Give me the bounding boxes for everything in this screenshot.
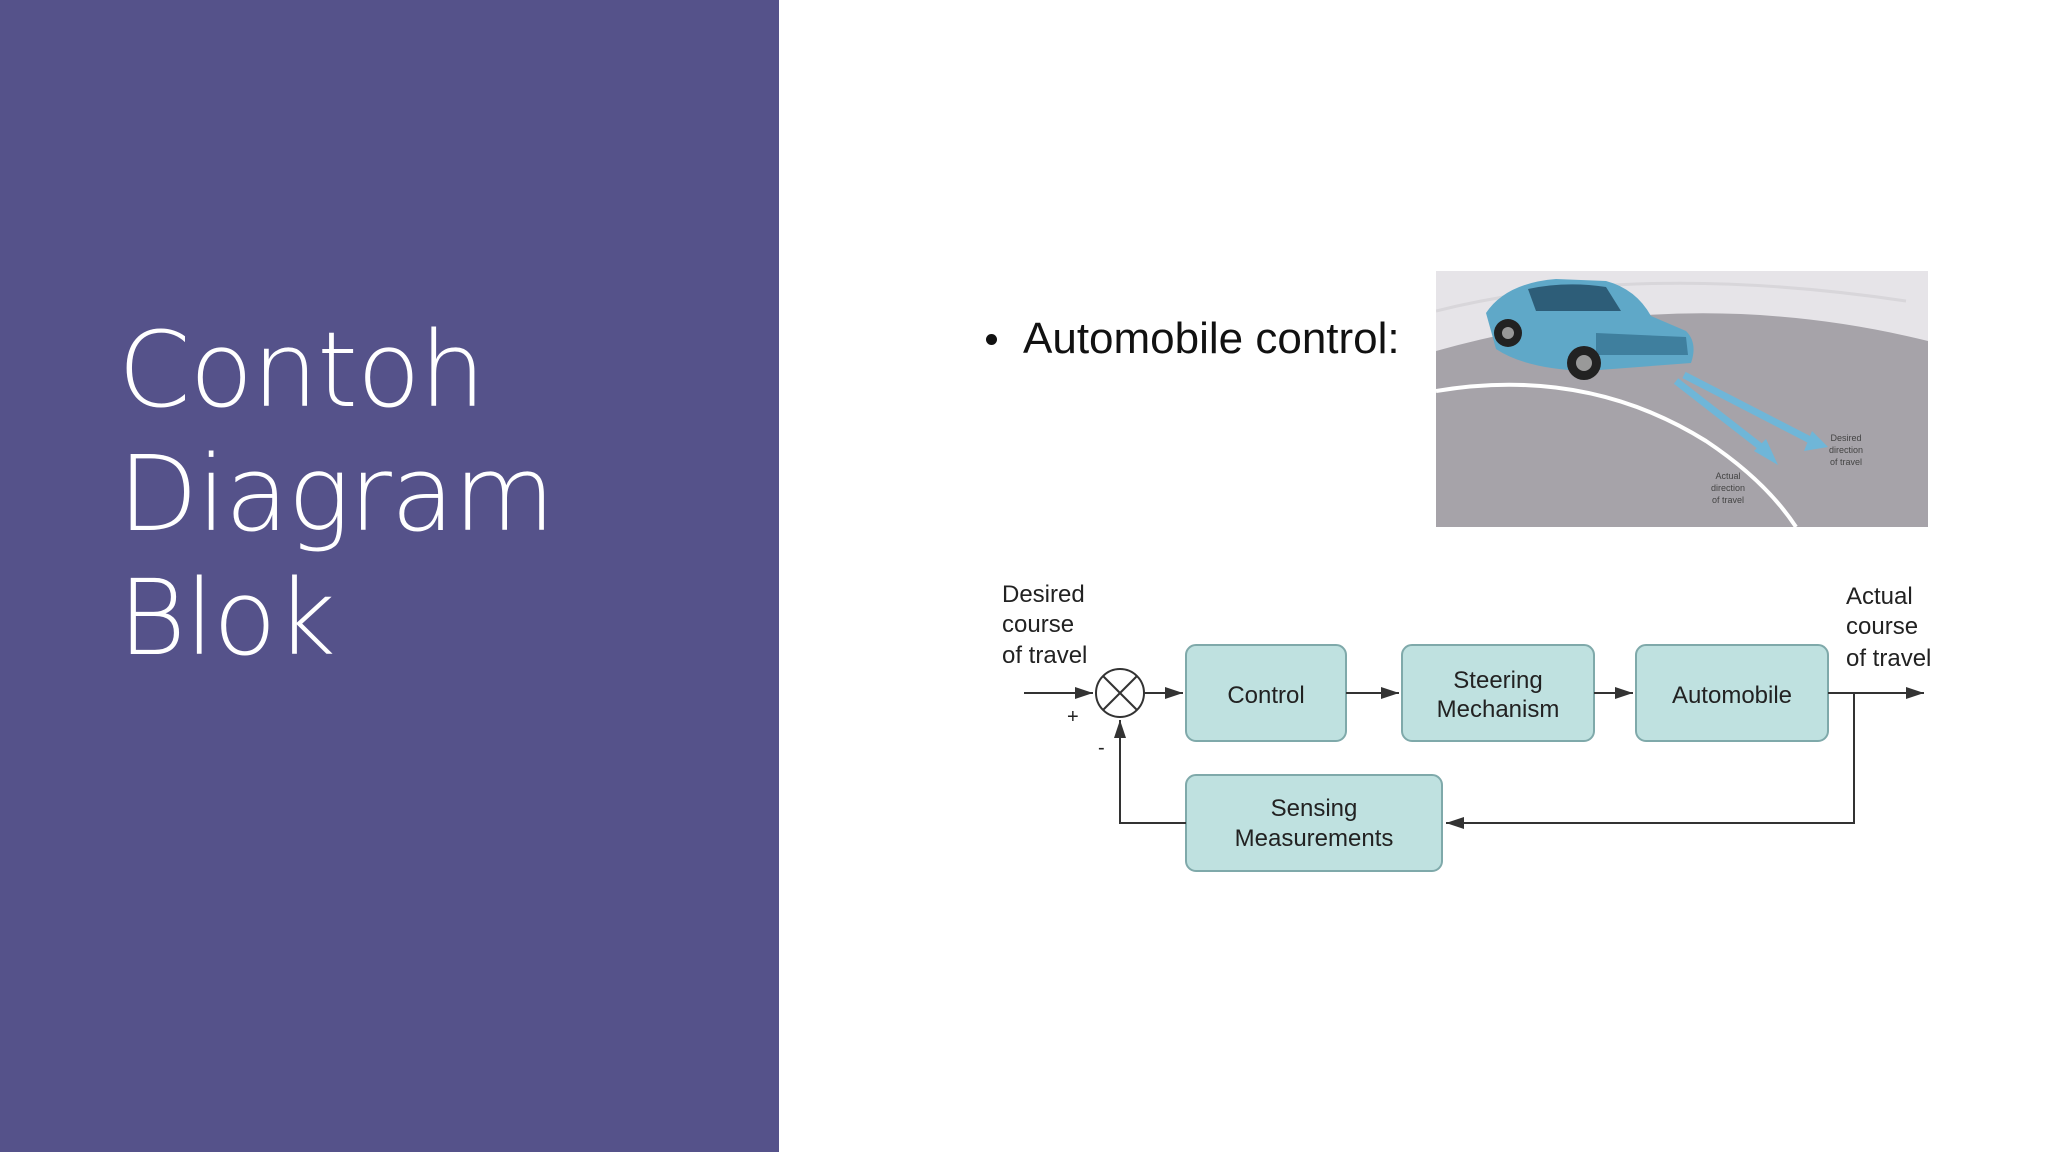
desired-direction-arrow: [1682, 371, 1818, 447]
plus-sign: +: [1067, 706, 1079, 728]
input-label-line-2: course: [1002, 611, 1074, 638]
minus-sign: -: [1098, 737, 1105, 759]
output-label-line-1: Actual: [1846, 583, 1913, 610]
output-label-line-2: course: [1846, 613, 1918, 640]
input-label-line-3: of travel: [1002, 642, 1087, 669]
title-line-1: Contoh: [118, 309, 485, 431]
sensing-block-label-1: Sensing: [1271, 795, 1358, 822]
actual-direction-label-1: Actual: [1715, 471, 1740, 481]
title-line-2: Diagram: [118, 433, 555, 555]
summing-junction: [1095, 668, 1145, 718]
control-block: Control: [1185, 644, 1347, 742]
automobile-block-label: Automobile: [1672, 682, 1792, 709]
title-line-3: Blok: [118, 557, 336, 679]
bullet-text: Automobile control:: [1023, 314, 1400, 363]
input-label-line-1: Desired: [1002, 581, 1085, 608]
steering-mechanism-block: Steering Mechanism: [1401, 644, 1595, 742]
desired-direction-label-2: direction: [1829, 445, 1863, 455]
car-illustration: Desired direction of travel Actual direc…: [1436, 271, 1928, 527]
output-label-line-3: of travel: [1846, 645, 1931, 672]
desired-direction-label-1: Desired: [1830, 433, 1861, 443]
steering-block-label-2: Mechanism: [1437, 696, 1560, 723]
title-panel: Contoh Diagram Blok: [0, 0, 779, 1152]
desired-direction-label-3: of travel: [1830, 457, 1862, 467]
block-diagram: Desired course of travel Actual course o…: [1002, 581, 1931, 872]
control-block-label: Control: [1227, 682, 1304, 709]
actual-direction-arrow: [1673, 378, 1769, 454]
steering-block-label-1: Steering: [1453, 667, 1542, 694]
sensing-block-label-2: Measurements: [1235, 825, 1394, 852]
actual-direction-label-2: direction: [1711, 483, 1745, 493]
bullet-dot-icon: [986, 333, 997, 345]
actual-direction-label-3: of travel: [1712, 495, 1744, 505]
sensing-measurements-block: Sensing Measurements: [1185, 774, 1443, 872]
slide-title: Contoh Diagram Blok: [118, 308, 718, 680]
automobile-block: Automobile: [1635, 644, 1829, 742]
feedback-line-to-sensing: [1446, 693, 1855, 829]
feedback-line-to-junction: [1114, 720, 1186, 824]
road-edge-line: [1436, 382, 1798, 527]
car-icon: [1486, 279, 1694, 380]
bullet-item: Automobile control:: [986, 314, 1400, 364]
